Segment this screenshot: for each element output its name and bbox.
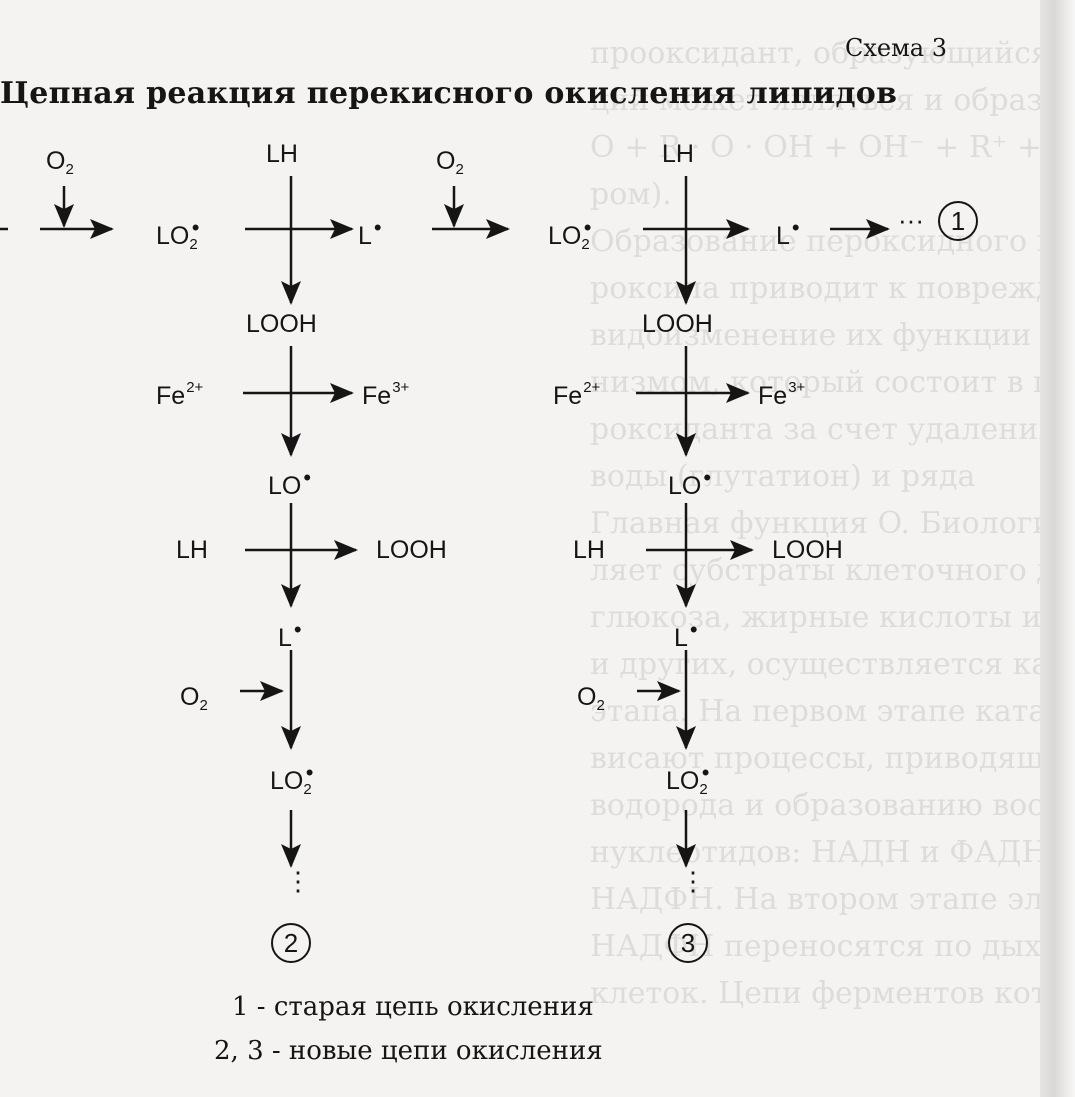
chain-3-marker: 3 [668, 923, 708, 963]
right-o2: O2 [577, 683, 605, 714]
right-looh: LOOH [642, 310, 713, 338]
right-lh: LH [573, 536, 605, 564]
lh-label-a: LH [266, 140, 298, 168]
right-lo-radical: LO• [668, 465, 712, 500]
chain-continue-ellipsis: ··· [898, 205, 924, 235]
left-fe3: Fe3+ [362, 379, 410, 410]
schema-label: Схема 3 [845, 34, 947, 62]
left-lh: LH [176, 536, 208, 564]
o2-label-a: O2 [46, 147, 74, 178]
lo2-radical-a: LO2• [156, 215, 200, 253]
l-radical-b: L• [776, 215, 800, 250]
lh-label-b: LH [662, 140, 694, 168]
right-looh2: LOOH [772, 536, 843, 564]
right-fe2: Fe2+ [553, 379, 601, 410]
bleed-through-text: прооксидант, образующийся в ходе реакции… [590, 36, 1040, 1011]
left-o2: O2 [180, 683, 208, 714]
left-looh2: LOOH [376, 536, 447, 564]
legend-new-chains: 2, 3 - новые цепи окисления [214, 1036, 603, 1066]
lo2-radical-b: LO2• [548, 215, 592, 253]
o2-label-b: O2 [436, 147, 464, 178]
left-lo-radical: LO• [268, 465, 312, 500]
left-looh: LOOH [246, 310, 317, 338]
left-ellipsis: ⋮ [285, 866, 311, 896]
legend-old-chain: 1 - старая цепь окисления [232, 992, 594, 1022]
diagram-title: Цепная реакция перекисного окисления лип… [0, 76, 898, 111]
right-lo2-radical: LO2• [666, 760, 710, 798]
chain-2-marker: 2 [271, 923, 311, 963]
left-lo2-radical: LO2• [270, 760, 314, 798]
right-l-radical: L• [674, 617, 698, 652]
right-fe3: Fe3+ [758, 379, 806, 410]
l-radical-a: L• [358, 215, 382, 250]
page-edge [1040, 0, 1075, 1097]
left-l-radical: L• [278, 617, 302, 652]
chain-1-marker: 1 [938, 201, 978, 241]
left-fe2: Fe2+ [156, 379, 204, 410]
right-ellipsis: ⋮ [680, 866, 706, 896]
